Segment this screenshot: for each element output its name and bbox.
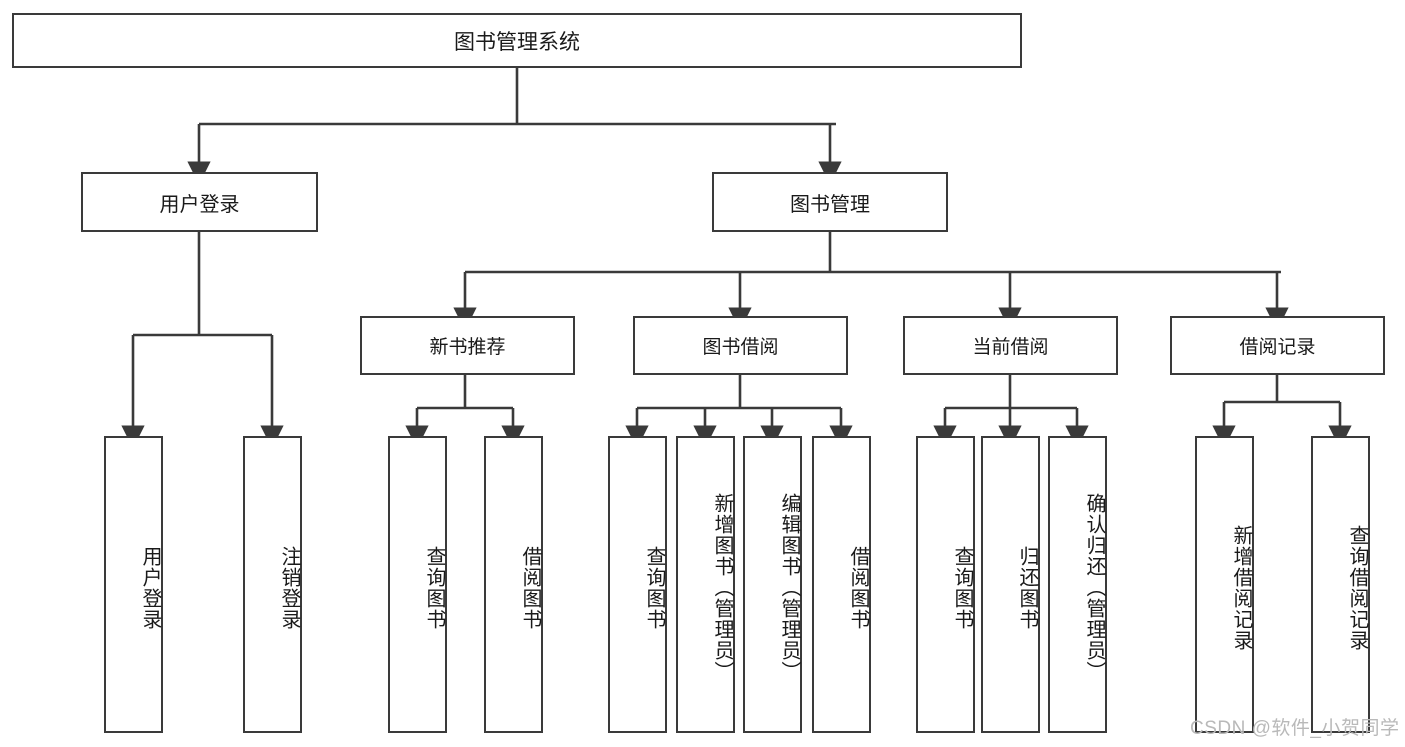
node-label: 图书借阅 xyxy=(702,337,779,358)
csdn-watermark: CSDN @软件_小贺同学 xyxy=(1190,718,1400,739)
node-label: 借阅记录 xyxy=(1239,337,1316,358)
node-label: 用户登录 xyxy=(139,545,161,630)
node-label: 图书管理系统 xyxy=(454,30,580,54)
node-label: 用户登录 xyxy=(159,193,240,216)
node-label: 新书推荐 xyxy=(429,337,506,358)
node-label: 新增借阅记录 xyxy=(1230,524,1252,651)
node-label: 新增图书（管理员） xyxy=(711,493,733,682)
node-new-book-recommend[interactable]: 新书推荐 xyxy=(360,316,575,375)
leaf-recommend-query-book[interactable]: 查询图书 xyxy=(388,436,447,733)
node-label: 借阅图书 xyxy=(847,545,869,630)
node-current-borrow[interactable]: 当前借阅 xyxy=(903,316,1118,375)
node-label: 查询借阅记录 xyxy=(1346,524,1368,651)
leaf-borrow-query-book[interactable]: 查询图书 xyxy=(608,436,667,733)
node-label: 图书管理 xyxy=(790,193,870,216)
node-borrow-record[interactable]: 借阅记录 xyxy=(1170,316,1385,375)
node-label: 查询图书 xyxy=(951,545,973,630)
leaf-user-login-signin[interactable]: 用户登录 xyxy=(104,436,163,733)
node-label: 当前借阅 xyxy=(972,337,1049,358)
node-book-borrow[interactable]: 图书借阅 xyxy=(633,316,848,375)
leaf-record-query-record[interactable]: 查询借阅记录 xyxy=(1311,436,1370,733)
leaf-borrow-add-book-admin[interactable]: 新增图书（管理员） xyxy=(676,436,735,733)
leaf-current-return-book[interactable]: 归还图书 xyxy=(981,436,1040,733)
node-book-management[interactable]: 图书管理 xyxy=(712,172,948,232)
node-user-login[interactable]: 用户登录 xyxy=(81,172,318,232)
leaf-record-add-record[interactable]: 新增借阅记录 xyxy=(1195,436,1254,733)
node-label: 注销登录 xyxy=(278,545,300,630)
node-label: 确认归还（管理员） xyxy=(1083,493,1105,682)
node-label: 查询图书 xyxy=(643,545,665,630)
node-label: 查询图书 xyxy=(423,545,445,630)
leaf-borrow-edit-book-admin[interactable]: 编辑图书（管理员） xyxy=(743,436,802,733)
leaf-borrow-borrow-book[interactable]: 借阅图书 xyxy=(812,436,871,733)
leaf-user-login-signout[interactable]: 注销登录 xyxy=(243,436,302,733)
node-root-system[interactable]: 图书管理系统 xyxy=(12,13,1022,68)
node-label: 编辑图书（管理员） xyxy=(778,493,800,682)
node-label: 归还图书 xyxy=(1016,545,1038,630)
leaf-current-confirm-return-admin[interactable]: 确认归还（管理员） xyxy=(1048,436,1107,733)
leaf-current-query-book[interactable]: 查询图书 xyxy=(916,436,975,733)
leaf-recommend-borrow-book[interactable]: 借阅图书 xyxy=(484,436,543,733)
node-label: 借阅图书 xyxy=(519,545,541,630)
